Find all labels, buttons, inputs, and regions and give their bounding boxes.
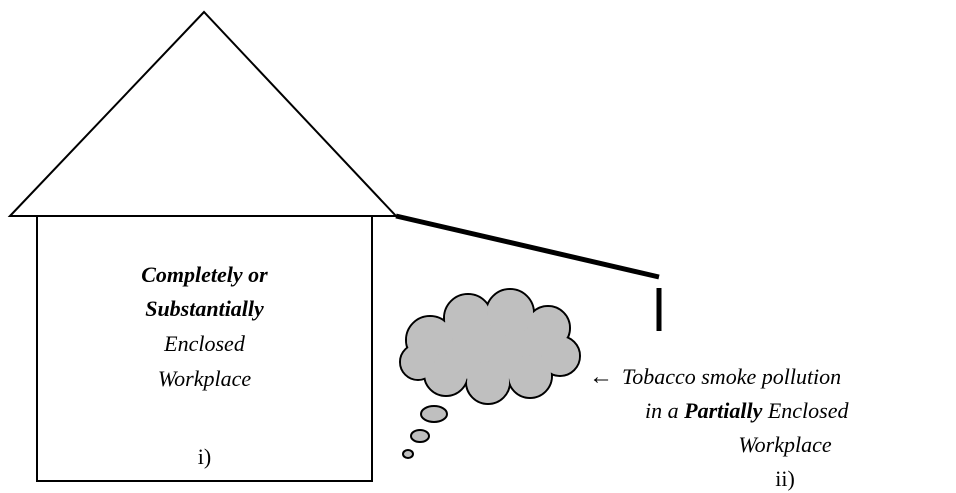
smoke-puff-3: [402, 449, 414, 459]
partial-label-prefix: in a: [645, 398, 685, 423]
enclosed-label-line2: Substantially: [145, 296, 264, 321]
house-roof: [7, 10, 399, 217]
enclosed-label-line1: Completely or: [141, 262, 268, 287]
partial-marker: ii): [775, 466, 795, 491]
partial-label-suffix: Enclosed: [762, 398, 849, 423]
house-walls: [36, 215, 373, 482]
arrow-left-icon: ←: [589, 364, 613, 390]
enclosed-label-line4: Workplace: [157, 366, 252, 391]
enclosed-marker: i): [197, 444, 212, 469]
smoke-cloud: [399, 288, 581, 459]
partial-label-bold: Partially: [684, 398, 763, 423]
partial-label-line3: Workplace: [738, 432, 832, 457]
smoke-puff-2: [410, 429, 430, 443]
enclosed-label-line3: Enclosed: [164, 331, 245, 356]
partial-label-line1: Tobacco smoke pollution: [622, 364, 842, 389]
partial-roof-line: [395, 213, 660, 280]
smoke-puff-1: [420, 405, 448, 423]
partial-label-line2: in a Partially Enclosed: [645, 398, 849, 424]
